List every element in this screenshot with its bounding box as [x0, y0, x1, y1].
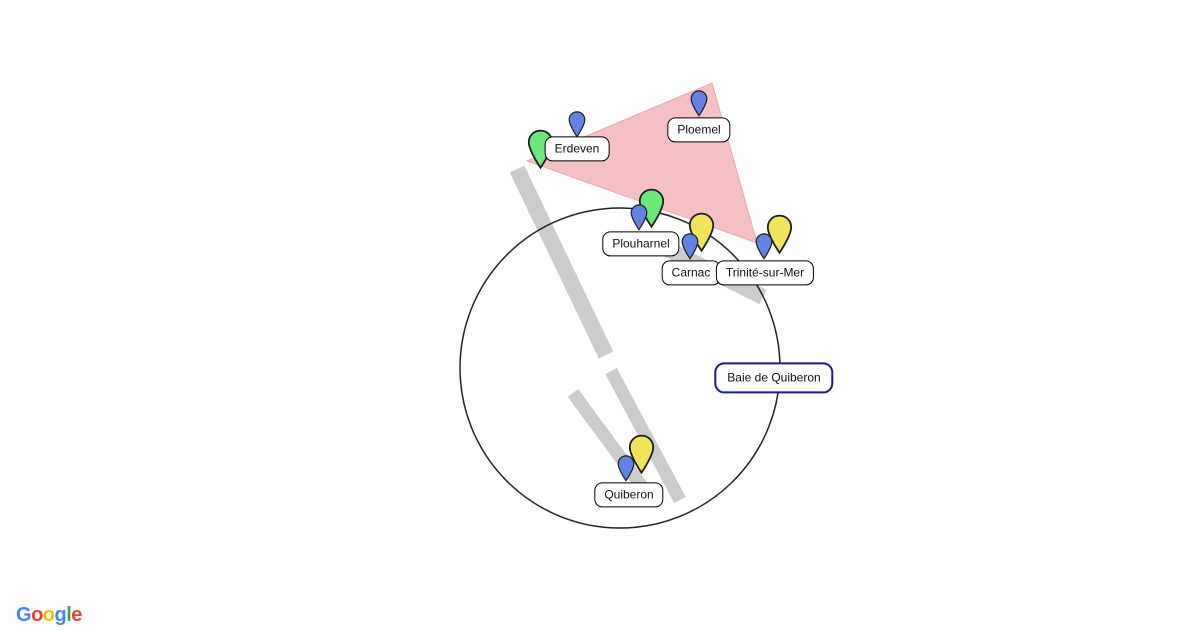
map-pin-trinite-yellow[interactable]: [766, 214, 793, 255]
google-logo-letter: e: [71, 604, 82, 626]
map-label-erdeven[interactable]: Erdeven: [544, 136, 610, 162]
yellow-pin-icon: [688, 212, 714, 253]
map-label-baie-de-quiberon[interactable]: Baie de Quiberon: [714, 362, 834, 394]
yellow-pin-icon: [628, 434, 654, 475]
google-logo-letter: o: [31, 604, 43, 626]
blue-pin-icon: [681, 233, 699, 260]
google-logo[interactable]: Google: [16, 604, 82, 627]
map-pin-ploemel-blue[interactable]: [690, 90, 708, 117]
map-pin-plouharnel-green[interactable]: [638, 188, 665, 229]
map-pin-quiberon-blue[interactable]: [617, 455, 635, 482]
map-label-trinite-sur-mer[interactable]: Trinité-sur-Mer: [715, 260, 815, 286]
map-pin-carnac-yellow[interactable]: [688, 212, 715, 253]
road-segment: [509, 165, 614, 359]
map-label-ploemel[interactable]: Ploemel: [667, 117, 731, 143]
green-pin-icon: [638, 188, 664, 229]
map-label-plouharnel[interactable]: Plouharnel: [602, 231, 680, 257]
google-logo-letter: g: [54, 604, 67, 626]
blue-pin-icon: [755, 233, 773, 260]
blue-pin-icon: [630, 204, 648, 231]
map-pin-plouharnel-blue[interactable]: [630, 204, 648, 231]
google-logo-letter: l: [66, 604, 72, 626]
google-logo-letter: o: [42, 604, 55, 626]
google-logo-letter: G: [16, 604, 32, 626]
map-label-carnac[interactable]: Carnac: [661, 260, 721, 286]
blue-pin-icon: [690, 90, 708, 117]
blue-pin-icon: [617, 455, 635, 482]
map-pin-trinite-blue[interactable]: [755, 233, 773, 260]
yellow-pin-icon: [766, 214, 792, 255]
map-pin-quiberon-yellow[interactable]: [628, 434, 655, 475]
map-label-quiberon[interactable]: Quiberon: [594, 482, 664, 508]
map-pin-carnac-blue[interactable]: [681, 233, 699, 260]
